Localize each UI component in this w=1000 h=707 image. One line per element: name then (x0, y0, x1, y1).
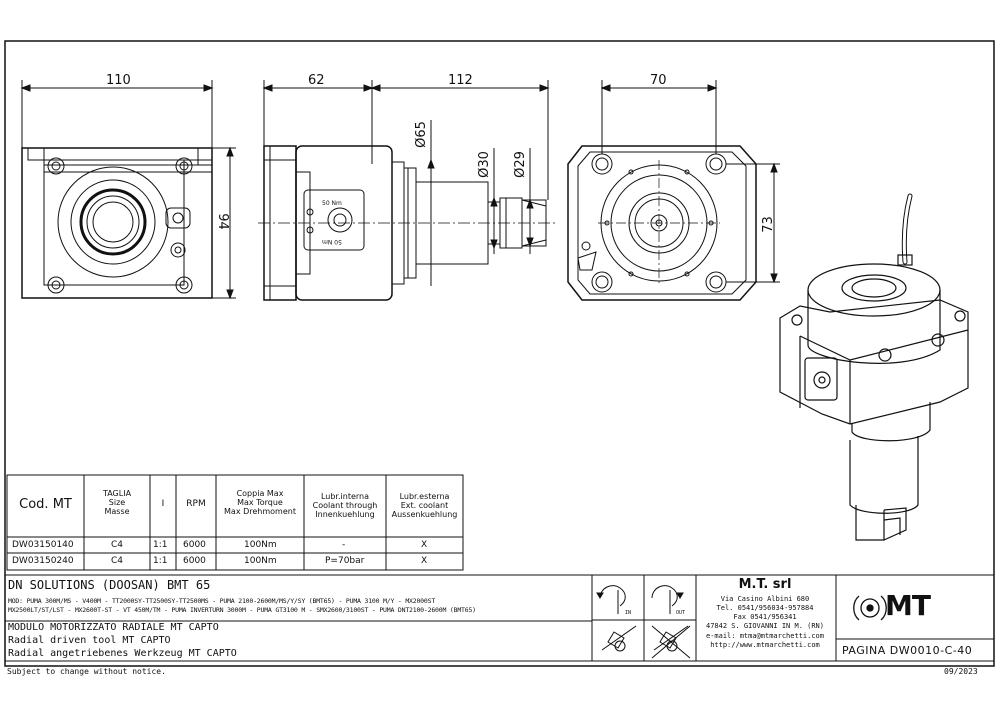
dim-rear-width: 70 (650, 73, 667, 88)
company-city: 47842 S. GIOVANNI IN M. (RN) (705, 622, 824, 630)
header-lubext-en: Ext. coolant (400, 501, 449, 510)
table-header-lub-int: Lubr.interna Coolant through Innenkuehlu… (304, 492, 386, 519)
company-email: e-mail: mtma@mtmarchetti.com (705, 632, 824, 640)
header-lubext-it: Lubr.esterna (399, 492, 450, 501)
isometric-view (779, 193, 969, 541)
header-torque-de: Max Drehmoment (224, 507, 296, 516)
row-ratio: 1:1 (153, 556, 168, 566)
mt-logo (853, 595, 887, 621)
row-rpm: 6000 (183, 540, 206, 550)
side-view (258, 80, 556, 301)
footer-note: Subject to change without notice. (7, 667, 166, 676)
row-lub-int: P=70bar (325, 556, 365, 566)
row-lub-int: - (342, 540, 346, 550)
dim-rear-height: 73 (760, 216, 776, 233)
header-lubint-it: Lubr.interna (320, 492, 370, 501)
table-header-lub-ext: Lubr.esterna Ext. coolant Aussenkuehlung (386, 492, 463, 519)
company-address: Via Casino Albini 680 (720, 595, 810, 603)
header-torque-it: Coppia Max (236, 489, 284, 498)
dim-dia-30: Ø30 (476, 151, 492, 178)
rear-view (567, 80, 780, 301)
header-torque-en: Max Torque (237, 498, 283, 507)
row-code: DW03150240 (12, 556, 74, 566)
side-label-bottom: 50 Nm (322, 238, 342, 245)
row-rpm: 6000 (183, 556, 206, 566)
description-english: Radial driven tool MT CAPTO (8, 635, 171, 646)
table-header-ratio: I (161, 499, 165, 509)
compatible-models-2: MX2500LT/ST/LST - MX2600T-ST - VT 450M/T… (8, 606, 476, 614)
title-block-lines (5, 574, 994, 662)
header-size-it: TAGLIA (102, 489, 132, 498)
dim-front-width: 110 (106, 73, 131, 88)
compatible-models-1: MOD: PUMA 300M/MS - V400M - TT2000SY-TT2… (8, 597, 436, 605)
header-lubint-de: Innenkuehlung (315, 510, 375, 519)
company-name: M.T. srl (738, 577, 792, 592)
side-label-top: 50 Nm (322, 200, 342, 207)
description-italian: MODULO MOTORIZZATO RADIALE MT CAPTO (8, 622, 219, 633)
row-lub-ext: X (421, 540, 428, 550)
rotation-in-label: IN (625, 610, 632, 616)
spec-table-lines (6, 474, 464, 571)
company-fax: Fax 0541/956341 (733, 613, 797, 621)
sheet-frame (4, 40, 995, 667)
header-size-en: Size (108, 498, 126, 507)
dim-dia-65: Ø65 (413, 121, 429, 148)
page-number: PAGINA DW0010-C-40 (842, 644, 973, 657)
dim-side-flange: 62 (308, 73, 325, 88)
dim-side-shank: 112 (448, 73, 473, 88)
row-code: DW03150140 (12, 540, 74, 550)
table-header-size: TAGLIA Size Masse (84, 489, 150, 516)
logo-text: MT (885, 589, 931, 622)
table-header-torque: Coppia Max Max Torque Max Drehmoment (216, 489, 304, 516)
company-tel: Tel. 0541/956034-957884 (716, 604, 814, 612)
row-torque: 100Nm (244, 540, 277, 550)
row-size: C4 (111, 556, 124, 566)
header-lubext-de: Aussenkuehlung (391, 510, 458, 519)
row-size: C4 (111, 540, 124, 550)
row-torque: 100Nm (244, 556, 277, 566)
row-lub-ext: X (421, 556, 428, 566)
dim-front-height: 94 (214, 213, 230, 230)
machine-title: DN SOLUTIONS (DOOSAN) BMT 65 (8, 578, 211, 592)
header-lubint-en: Coolant through (312, 501, 378, 510)
rotation-out-label: OUT (676, 610, 686, 616)
row-ratio: 1:1 (153, 540, 168, 550)
table-header-code: Cod. MT (19, 497, 72, 512)
dim-dia-29: Ø29 (512, 151, 528, 178)
front-view (20, 80, 236, 300)
footer-date: 09/2023 (944, 667, 978, 676)
rotation-symbols (596, 585, 691, 659)
table-header-rpm: RPM (186, 499, 206, 509)
description-german: Radial angetriebenes Werkzeug MT CAPTO (8, 648, 237, 659)
header-size-de: Masse (104, 507, 130, 516)
company-website: http://www.mtmarchetti.com (710, 641, 820, 649)
